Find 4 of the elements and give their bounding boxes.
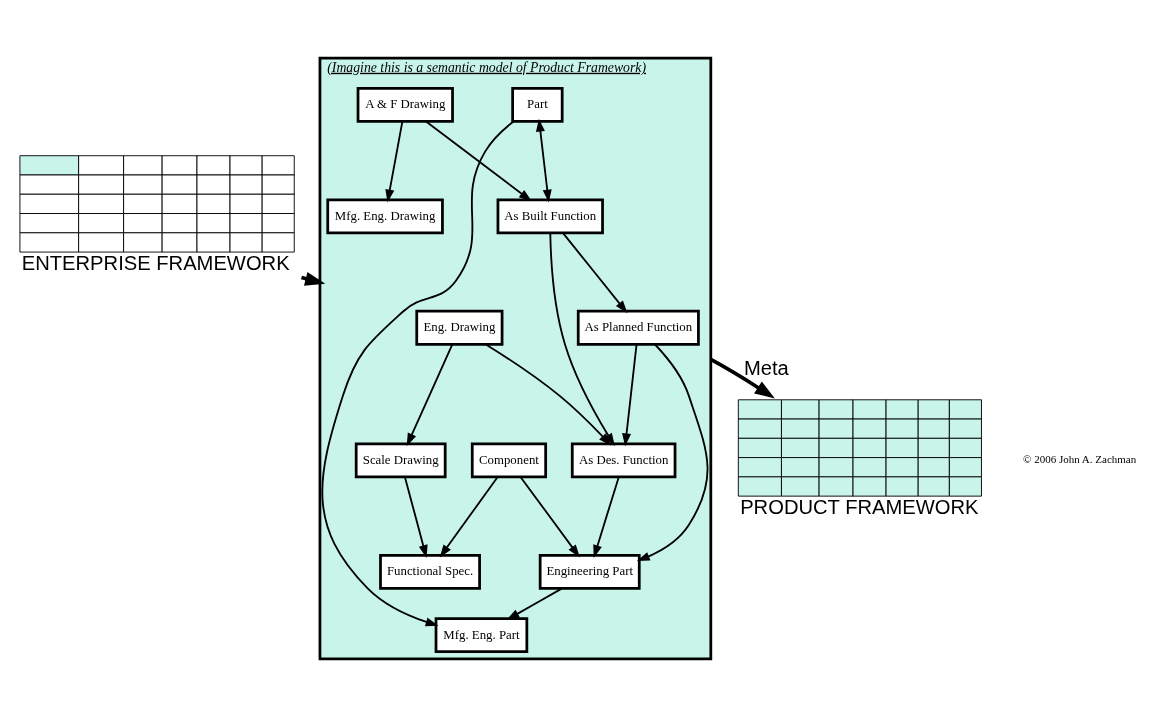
label: © 2006 John A. Zachman <box>1023 453 1137 466</box>
node-text: ENTERPRISE FRAMEWORK <box>21 252 290 275</box>
node-label: PRODUCT FRAMEWORK <box>740 496 979 519</box>
edge-label: Meta <box>743 357 789 380</box>
